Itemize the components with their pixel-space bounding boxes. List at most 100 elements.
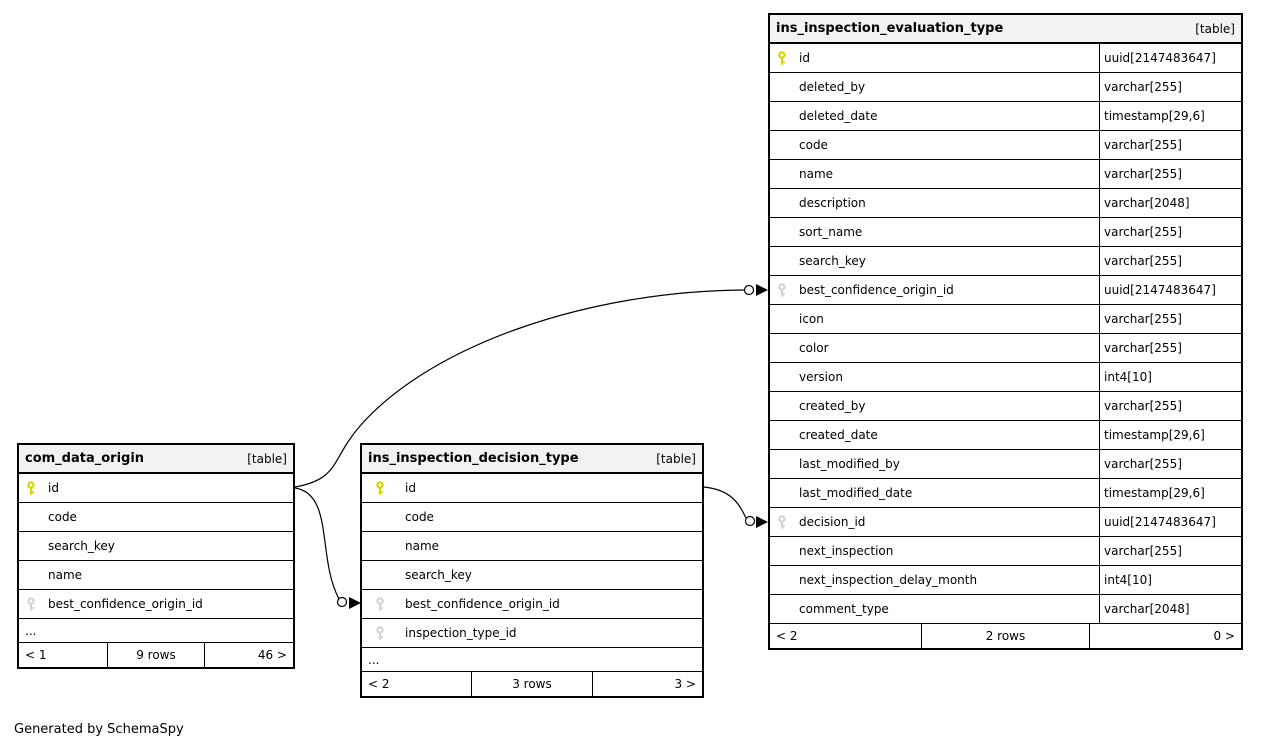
relation-arrowhead <box>756 284 768 296</box>
column-name: sort_name <box>799 225 863 239</box>
column-name: best_confidence_origin_id <box>799 283 954 297</box>
primary-key-icon <box>19 480 48 496</box>
column-row-inspection_type_id: inspection_type_id <box>362 619 702 648</box>
column-row-best_confidence_origin_id: best_confidence_origin_id uuid[2147483647… <box>770 276 1241 305</box>
column-row-name: name <box>19 561 293 590</box>
column-type: timestamp[29,6] <box>1099 479 1241 507</box>
column-type: varchar[255] <box>1099 160 1241 188</box>
more-columns-row: ... <box>19 619 293 643</box>
table-name: ins_inspection_evaluation_type <box>776 21 1004 36</box>
column-type: varchar[255] <box>1099 450 1241 478</box>
column-type: varchar[255] <box>1099 305 1241 333</box>
table-footer: < 2 3 rows 3 > <box>362 672 702 696</box>
column-row-search_key: search_key <box>362 561 702 590</box>
column-name: best_confidence_origin_id <box>405 597 560 611</box>
footer-parents-count: < 2 <box>776 629 798 643</box>
table-type-badge: [table] <box>1195 21 1235 36</box>
column-type: varchar[255] <box>1099 334 1241 362</box>
relation-endpoint-circle <box>743 284 755 296</box>
column-row-last_modified_date: last_modified_date timestamp[29,6] <box>770 479 1241 508</box>
column-name: search_key <box>405 568 472 582</box>
column-type: uuid[2147483647] <box>1099 508 1241 536</box>
column-row-name: name varchar[255] <box>770 160 1241 189</box>
column-name: code <box>799 138 828 152</box>
foreign-key-icon <box>19 596 48 612</box>
column-type: varchar[255] <box>1099 131 1241 159</box>
footer-row-count: 3 rows <box>470 672 594 696</box>
column-row-search_key: search_key varchar[255] <box>770 247 1241 276</box>
column-type: varchar[2048] <box>1099 595 1241 623</box>
primary-key-icon <box>770 50 799 66</box>
footer-children-count: 0 > <box>1213 629 1235 643</box>
column-row-search_key: search_key <box>19 532 293 561</box>
column-type: varchar[2048] <box>1099 189 1241 217</box>
column-row-sort_name: sort_name varchar[255] <box>770 218 1241 247</box>
column-name: best_confidence_origin_id <box>48 597 203 611</box>
footer-children-count: 3 > <box>674 677 696 691</box>
column-name: code <box>405 510 434 524</box>
footer-row-count: 9 rows <box>106 643 206 667</box>
table-header[interactable]: ins_inspection_evaluation_type [table] <box>770 15 1241 44</box>
table-header[interactable]: com_data_origin [table] <box>19 445 293 474</box>
table-type-badge: [table] <box>247 451 287 466</box>
column-name: version <box>799 370 843 384</box>
column-name: created_date <box>799 428 878 442</box>
column-row-best_confidence_origin_id: best_confidence_origin_id <box>362 590 702 619</box>
column-row-description: description varchar[2048] <box>770 189 1241 218</box>
column-type: int4[10] <box>1099 363 1241 391</box>
table-name: com_data_origin <box>25 451 145 466</box>
column-type: int4[10] <box>1099 566 1241 594</box>
relation-arrowhead <box>756 516 768 528</box>
column-type: uuid[2147483647] <box>1099 276 1241 304</box>
footer-parents-count: < 2 <box>368 677 390 691</box>
table-name: ins_inspection_decision_type <box>368 451 579 466</box>
relation-endpoint-circle <box>336 596 348 608</box>
footer-children-count: 46 > <box>257 648 287 662</box>
column-name: icon <box>799 312 824 326</box>
table-type-badge: [table] <box>656 451 696 466</box>
column-name: comment_type <box>799 602 889 616</box>
column-type: varchar[255] <box>1099 73 1241 101</box>
column-name: id <box>48 481 59 495</box>
column-name: deleted_by <box>799 80 866 94</box>
ellipsis-label: ... <box>368 652 380 667</box>
column-name: last_modified_date <box>799 486 913 500</box>
column-name: name <box>405 539 440 553</box>
column-type: varchar[255] <box>1099 537 1241 565</box>
column-type: varchar[255] <box>1099 247 1241 275</box>
more-columns-row: ... <box>362 648 702 672</box>
column-row-code: code varchar[255] <box>770 131 1241 160</box>
column-name: color <box>799 341 829 355</box>
primary-key-icon <box>362 480 405 496</box>
table-footer: < 1 9 rows 46 > <box>19 643 293 667</box>
column-row-best_confidence_origin_id: best_confidence_origin_id <box>19 590 293 619</box>
relation-line-decision-to-evaluation <box>703 486 747 519</box>
column-name: decision_id <box>799 515 866 529</box>
column-type: varchar[255] <box>1099 218 1241 246</box>
column-type: varchar[255] <box>1099 392 1241 420</box>
column-name: inspection_type_id <box>405 626 517 640</box>
column-name: name <box>799 167 834 181</box>
column-name: deleted_date <box>799 109 878 123</box>
column-row-comment_type: comment_type varchar[2048] <box>770 595 1241 624</box>
generator-credit: Generated by SchemaSpy <box>14 722 184 737</box>
table-header[interactable]: ins_inspection_decision_type [table] <box>362 445 702 474</box>
foreign-key-icon <box>362 625 405 641</box>
column-name: search_key <box>799 254 866 268</box>
foreign-key-icon <box>770 514 799 530</box>
column-row-code: code <box>362 503 702 532</box>
column-name: description <box>799 196 866 210</box>
column-row-color: color varchar[255] <box>770 334 1241 363</box>
